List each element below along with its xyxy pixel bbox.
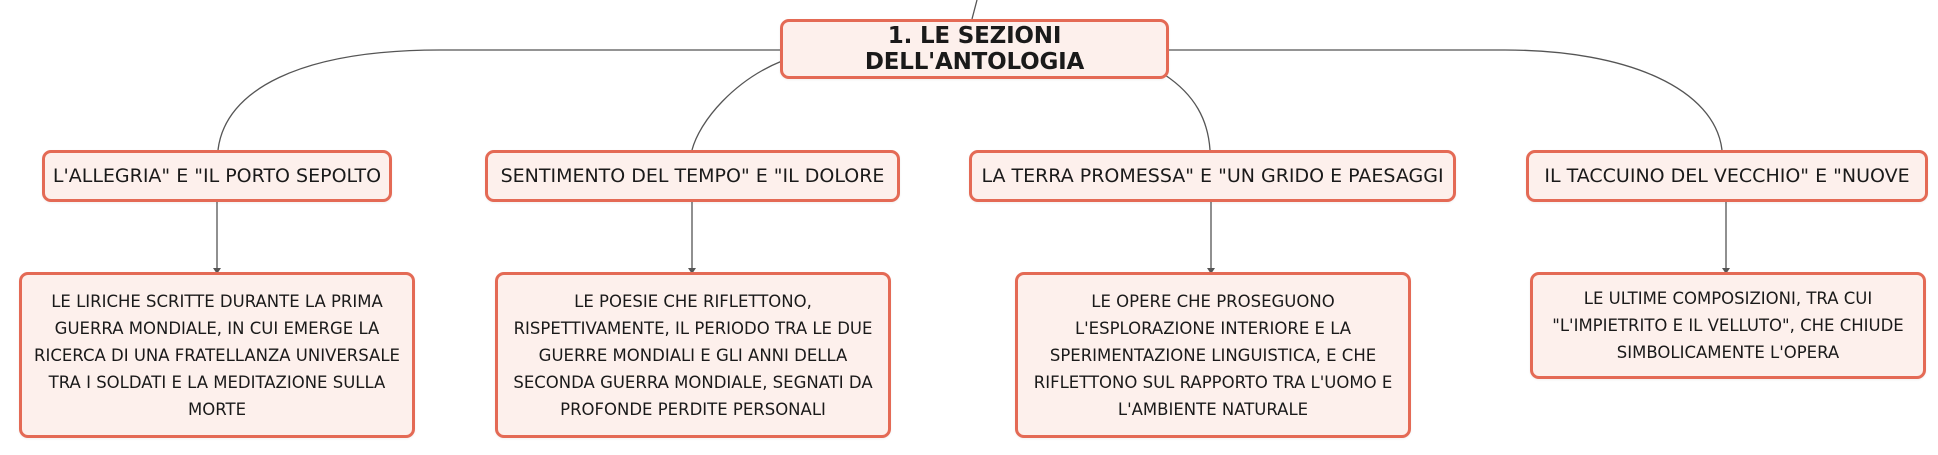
arrowhead-section-4 <box>1722 268 1730 274</box>
connector-root-section-2 <box>691 60 783 151</box>
root-topic[interactable]: 1. LE SEZIONI DELL'ANTOLOGIA <box>780 19 1169 79</box>
description-node-3[interactable]: LE OPERE CHE PROSEGUONO L'ESPLORAZIONE I… <box>1015 272 1411 438</box>
arrowhead-section-3 <box>1207 268 1215 274</box>
arrowhead-section-1 <box>213 268 221 274</box>
description-text: LE LIRICHE SCRITTE DURANTE LA PRIMA GUER… <box>34 291 400 419</box>
section-title: LA TERRA PROMESSA" E "UN GRIDO E PAESAGG… <box>981 165 1444 187</box>
connector-root-section-3 <box>1164 74 1211 151</box>
section-node-1[interactable]: L'ALLEGRIA" E "IL PORTO SEPOLTO <box>42 150 392 202</box>
description-text: LE POESIE CHE RIFLETTONO, RISPETTIVAMENT… <box>513 291 873 419</box>
section-title: SENTIMENTO DEL TEMPO" E "IL DOLORE <box>500 165 885 187</box>
section-title: IL TACCUINO DEL VECCHIO" E "NUOVE <box>1544 165 1910 187</box>
description-text: LE ULTIME COMPOSIZIONI, TRA CUI "L'IMPIE… <box>1552 289 1904 362</box>
section-title: L'ALLEGRIA" E "IL PORTO SEPOLTO <box>52 165 382 187</box>
section-node-4[interactable]: IL TACCUINO DEL VECCHIO" E "NUOVE <box>1526 150 1928 202</box>
connector-root-section-1 <box>217 49 782 151</box>
description-text: LE OPERE CHE PROSEGUONO L'ESPLORAZIONE I… <box>1033 291 1393 419</box>
connector-parent <box>971 0 978 20</box>
section-node-2[interactable]: SENTIMENTO DEL TEMPO" E "IL DOLORE <box>485 150 900 202</box>
arrowhead-section-2 <box>688 268 696 274</box>
section-node-3[interactable]: LA TERRA PROMESSA" E "UN GRIDO E PAESAGG… <box>969 150 1456 202</box>
description-node-4[interactable]: LE ULTIME COMPOSIZIONI, TRA CUI "L'IMPIE… <box>1530 272 1926 379</box>
description-node-2[interactable]: LE POESIE CHE RIFLETTONO, RISPETTIVAMENT… <box>495 272 891 438</box>
description-node-1[interactable]: LE LIRICHE SCRITTE DURANTE LA PRIMA GUER… <box>19 272 415 438</box>
root-topic-label: 1. LE SEZIONI DELL'ANTOLOGIA <box>864 23 1085 75</box>
connector-root-section-4 <box>1168 49 1723 151</box>
